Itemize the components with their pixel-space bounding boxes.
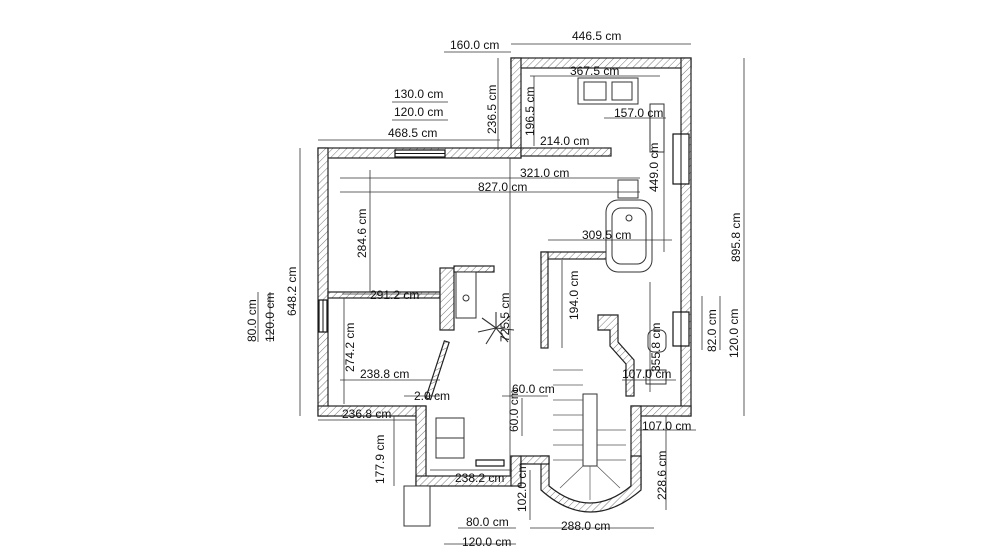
dim-895-8: 895.8 cm xyxy=(729,213,743,262)
chair xyxy=(617,179,639,199)
dim-120-0-bottom: 120.0 cm xyxy=(462,535,511,549)
dim-top-notch: 160.0 cm xyxy=(450,38,499,52)
dim-468-5: 468.5 cm xyxy=(388,126,437,140)
wall-closet xyxy=(439,267,455,331)
dim-top-width: 446.5 cm xyxy=(572,29,621,43)
dim-321-0: 321.0 cm xyxy=(520,166,569,180)
dim-120-0-right: 120.0 cm xyxy=(727,309,741,358)
dim-2-0: 2.0 cm xyxy=(414,389,450,403)
kitchen-stove xyxy=(611,81,633,101)
dim-274-2: 274.2 cm xyxy=(343,323,357,372)
bathtub-icon xyxy=(605,199,653,273)
wall-entrance-left xyxy=(415,405,427,487)
dim-194-0: 194.0 cm xyxy=(567,271,581,320)
windows xyxy=(318,133,690,467)
dim-107-0-b: 107.0 cm xyxy=(642,419,691,433)
washbasin xyxy=(645,369,667,385)
window-entrance xyxy=(475,459,505,467)
dim-228-6: 228.6 cm xyxy=(655,451,669,500)
dim-449-0: 449.0 cm xyxy=(647,143,661,192)
porch-bench xyxy=(403,485,431,527)
dim-291-2: 291.2 cm xyxy=(370,288,419,302)
kitchen-sink xyxy=(583,81,607,101)
wall-entrance-right xyxy=(510,455,522,487)
potted-plant-icon xyxy=(477,312,515,345)
wall-bay-top xyxy=(520,455,550,465)
wall-closet-top xyxy=(453,265,495,273)
dim-238-2: 238.2 cm xyxy=(455,471,504,485)
dim-157-0: 157.0 cm xyxy=(614,106,663,120)
dim-60-0-b: 60.0 cm xyxy=(507,389,521,432)
wall-hall-left xyxy=(540,251,549,349)
dimension-lines xyxy=(257,43,745,545)
dim-196-5: 196.5 cm xyxy=(523,87,537,136)
dim-827-0: 827.0 cm xyxy=(478,180,527,194)
spiral-staircase-icon xyxy=(553,369,626,500)
wall-right xyxy=(680,57,692,417)
toilet xyxy=(647,329,667,353)
dim-120-0-a: 120.0 cm xyxy=(394,105,443,119)
dim-80-0-bottom: 80.0 cm xyxy=(466,515,509,529)
dim-80-0-left: 80.0 cm xyxy=(245,299,259,342)
wall-bay xyxy=(540,455,642,513)
dim-284-6: 284.6 cm xyxy=(355,209,369,258)
dim-60-0-a: 60.0 cm xyxy=(512,382,555,396)
wall-notch-vertical xyxy=(510,57,522,159)
dim-107-0-a: 107.0 cm xyxy=(622,367,671,381)
dim-130-0: 130.0 cm xyxy=(394,87,443,101)
dim-288-0: 288.0 cm xyxy=(561,519,610,533)
dim-120-0-left: 120.0 cm xyxy=(263,293,277,342)
dim-648-2: 648.2 cm xyxy=(285,267,299,316)
wall-stair-core xyxy=(597,314,635,397)
dim-82-0: 82.0 cm xyxy=(705,309,719,352)
dim-236-8: 236.8 cm xyxy=(342,407,391,421)
dim-236-5: 236.5 cm xyxy=(485,85,499,134)
wall-diagonal xyxy=(425,340,450,401)
dim-355-8: 355.8 cm xyxy=(649,323,663,372)
fixtures xyxy=(403,77,667,527)
dimension-labels: 446.5 cm 160.0 cm 367.5 cm 236.5 cm 196.… xyxy=(245,29,743,549)
dim-238-8: 238.8 cm xyxy=(360,367,409,381)
dim-309-5: 309.5 cm xyxy=(582,228,631,242)
dim-102-0: 102.0 cm xyxy=(515,463,529,512)
dim-725-5: 725.5 cm xyxy=(498,293,512,342)
dim-214-0: 214.0 cm xyxy=(540,134,589,148)
dim-367-5: 367.5 cm xyxy=(570,64,619,78)
wall-left xyxy=(317,147,329,417)
wall-bath-bottom xyxy=(520,147,612,157)
dim-177-9: 177.9 cm xyxy=(373,435,387,484)
